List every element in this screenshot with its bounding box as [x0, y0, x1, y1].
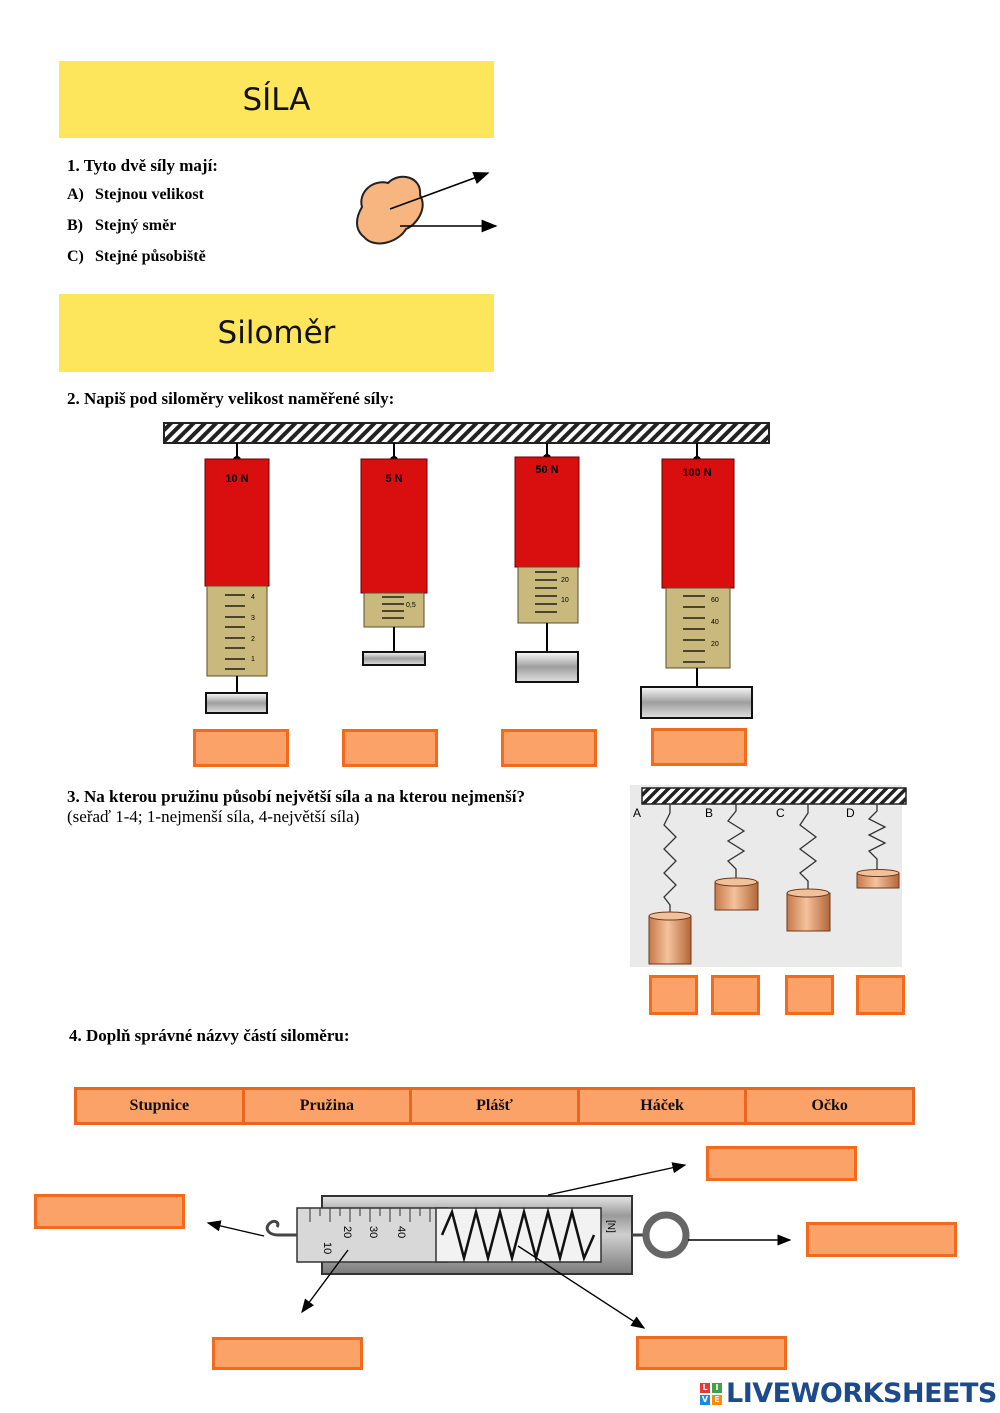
section2-title: Siloměr [217, 315, 336, 351]
spring-label-b: B [705, 806, 713, 820]
answer-box-meter-2[interactable] [342, 729, 438, 767]
arrow-to-casing [547, 1162, 687, 1196]
answer-box-meter-4[interactable] [651, 728, 747, 766]
forces-diagram [356, 171, 498, 245]
spring-label-c: C [776, 806, 785, 820]
arrow-to-hook [206, 1220, 265, 1237]
section2-title-banner: Siloměr [59, 294, 494, 372]
arrow-to-scale [301, 1249, 349, 1314]
spring-d [867, 804, 887, 871]
spring-scale-1: 10 N 4 3 2 1 [204, 443, 270, 714]
word-pruzina[interactable]: Pružina [244, 1090, 410, 1122]
spring-b [726, 804, 746, 881]
springs-ceiling [641, 787, 907, 805]
scale-mark-30: 30 [367, 1226, 379, 1238]
meter-1-tick-3: 3 [251, 615, 255, 622]
option-c-letter: C) [67, 248, 84, 265]
question-3: 3. Na kterou pružinu působí největší síl… [67, 787, 525, 806]
force-arrow-1 [389, 171, 490, 210]
meter-3-label: 50 N [535, 464, 558, 476]
answer-box-part-bottom-left[interactable] [212, 1337, 363, 1370]
word-ocko[interactable]: Očko [747, 1090, 912, 1122]
ceiling-bar [163, 422, 770, 444]
meter-2-label: 5 N [385, 473, 402, 485]
answer-box-part-bottom-right[interactable] [636, 1336, 787, 1370]
body-blob [356, 175, 424, 245]
option-b-letter: B) [67, 217, 83, 234]
spring-a [663, 804, 677, 913]
option-c-text: Stejné působiště [95, 248, 206, 265]
answer-box-spring-b[interactable] [711, 975, 760, 1015]
meter-4-tick-40: 40 [711, 619, 719, 626]
meter-4-tick-60: 60 [711, 597, 719, 604]
logo-squares: L I V E [700, 1382, 722, 1405]
meter-hook [265, 1219, 297, 1237]
spring-scale-3: 50 N 20 10 [514, 443, 580, 683]
spring-scales-diagram: 10 N 4 3 2 1 5 N 0,5 50 N [163, 422, 770, 719]
meter-2-tick-half: 0,5 [406, 602, 416, 609]
meter-1-tick-2: 2 [251, 636, 255, 643]
word-stupnice[interactable]: Stupnice [77, 1090, 242, 1122]
word-hacek[interactable]: Háček [579, 1090, 745, 1122]
scale-mark-40: 40 [395, 1226, 407, 1238]
option-b: B) Stejný směr [67, 217, 176, 235]
springs-diagram: A B C D [630, 785, 907, 967]
scale-mark-20: 20 [341, 1226, 353, 1238]
word-plast[interactable]: Plášť [412, 1090, 577, 1122]
spring-label-a: A [633, 806, 641, 820]
logo-square-e: E [712, 1394, 722, 1405]
meter-4-weight [640, 686, 753, 719]
answer-box-meter-3[interactable] [501, 729, 597, 767]
liveworksheets-logo: L I V E LIVEWORKSHEETS [700, 1378, 997, 1409]
option-b-text: Stejný směr [95, 217, 177, 234]
option-a: A) Stejnou velikost [67, 186, 204, 204]
meter-4-tick-20: 20 [711, 641, 719, 648]
meter-1-label: 10 N [225, 473, 248, 485]
weight-b [714, 877, 759, 911]
section1-title: SÍLA [242, 81, 311, 118]
question-3-subtitle: (seřaď 1-4; 1-nejmenší síla, 4-největší … [67, 807, 360, 826]
option-a-text: Stejnou velikost [95, 186, 204, 203]
answer-box-spring-a[interactable] [649, 975, 698, 1015]
meter-2-weight [362, 651, 426, 666]
logo-square-i: I [712, 1382, 722, 1393]
meter-3-weight [515, 651, 579, 683]
option-c: C) Stejné působiště [67, 248, 206, 266]
logo-text: LIVEWORKSHEETS [726, 1378, 997, 1409]
weight-c [786, 888, 831, 932]
question-4: 4. Doplň správné názvy částí siloměru: [69, 1026, 350, 1045]
weight-a [648, 911, 692, 965]
meter-3-tick-20: 20 [561, 577, 569, 584]
logo-square-v: V [700, 1394, 710, 1405]
scale-mark-10: 10 [321, 1242, 333, 1254]
question-2: 2. Napiš pod siloměry velikost naměřené … [67, 389, 395, 408]
weight-d [856, 869, 900, 889]
spring-scale-4: 100 N 60 40 20 [640, 443, 753, 719]
spring-scale-2: 5 N 0,5 [360, 443, 428, 666]
answer-box-part-right[interactable] [806, 1222, 957, 1257]
answer-box-spring-d[interactable] [856, 975, 905, 1015]
section1-title-banner: SÍLA [59, 61, 494, 138]
option-a-letter: A) [67, 186, 84, 203]
question-1: 1. Tyto dvě síly mají: [67, 156, 218, 175]
meter-3-tick-10: 10 [561, 597, 569, 604]
answer-box-spring-c[interactable] [785, 975, 834, 1015]
meter-1-weight [205, 692, 268, 714]
spring-c [798, 804, 818, 892]
answer-box-part-left[interactable] [34, 1194, 185, 1229]
logo-square-l: L [700, 1382, 710, 1393]
meter-1-tick-1: 1 [251, 656, 255, 663]
arrow-to-spring [517, 1245, 646, 1329]
meter-ring [642, 1211, 690, 1259]
answer-box-part-top-right[interactable] [706, 1146, 857, 1181]
force-meter-parts-diagram: 10 20 30 40 [N] [206, 1162, 792, 1329]
spring-label-d: D [846, 806, 855, 820]
meter-spring [440, 1207, 596, 1263]
word-bank: Stupnice Pružina Plášť Háček Očko [74, 1087, 915, 1125]
answer-box-meter-1[interactable] [193, 729, 289, 767]
unit-label: [N] [605, 1220, 616, 1233]
meter-1-tick-4: 4 [251, 594, 255, 601]
meter-4-label: 100 N [682, 467, 711, 479]
